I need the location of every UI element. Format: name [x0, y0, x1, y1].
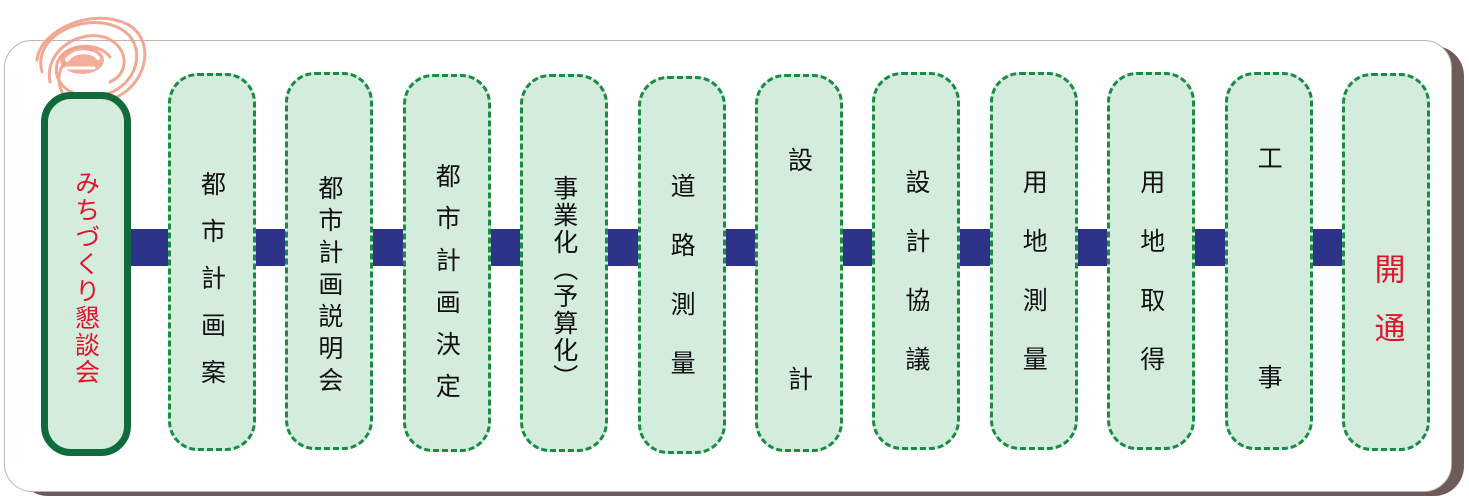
flow-step-label: 設計協議 [901, 169, 931, 405]
flow-step-label: 工事 [1228, 75, 1310, 447]
flow-step-label: 都市計画決定 [432, 163, 462, 415]
flow-step-6: 道路測量 [637, 76, 726, 454]
flow-step-5: 事業化（予算化） [520, 74, 609, 452]
flow-step-9: 用地測量 [989, 72, 1078, 450]
flow-step-10: 用地取得 [1107, 72, 1196, 450]
flow-step-label: 都市計画案 [197, 170, 227, 406]
flow-step-3: 都市計画説明会 [285, 72, 374, 450]
flow-step-label: 設計 [758, 77, 840, 449]
flow-step-label: 開通 [1368, 253, 1405, 371]
flow-step-1: みちづくり懇談会 [41, 92, 131, 456]
flow-step-label: 用地取得 [1136, 169, 1166, 405]
flow-step-char: 設 [784, 147, 814, 172]
flow-step-8: 設計協議 [872, 72, 961, 450]
flow-step-7: 設計 [755, 74, 843, 452]
flow-step-11: 工事 [1224, 72, 1313, 450]
flow-step-2: 都市計画案 [168, 73, 256, 451]
flow-step-label: 都市計画説明会 [314, 175, 344, 399]
flow-step-4: 都市計画決定 [402, 74, 491, 452]
flow-step-char: 事 [1254, 364, 1284, 389]
flow-step-char: 工 [1254, 145, 1284, 170]
flow-step-label: みちづくり懇談会 [71, 170, 101, 386]
flow-step-12: 開通 [1342, 73, 1430, 451]
flow-step-label: 道路測量 [667, 173, 697, 409]
flow-step-label: 用地測量 [1019, 169, 1049, 405]
swirl-logo-icon [35, 16, 147, 99]
flow-step-char: 計 [784, 366, 814, 391]
flow-step-label: 事業化（予算化） [549, 175, 579, 391]
